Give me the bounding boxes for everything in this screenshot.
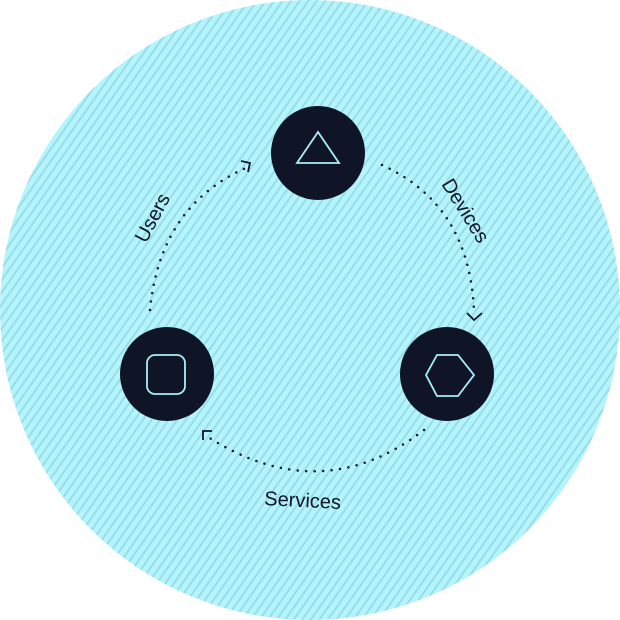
users-arrowhead-icon	[240, 160, 252, 173]
node-top	[271, 106, 365, 200]
triangle-icon	[295, 130, 341, 164]
devices-arrowhead-icon	[466, 312, 483, 322]
services-arc	[203, 428, 426, 473]
node-right	[400, 327, 494, 421]
hexagon-icon	[424, 354, 476, 397]
rounded-square-icon	[146, 354, 186, 395]
users-arc	[148, 165, 250, 312]
label-services: Services	[264, 488, 342, 514]
node-left	[120, 327, 214, 421]
services-arrowhead-icon	[202, 430, 212, 440]
